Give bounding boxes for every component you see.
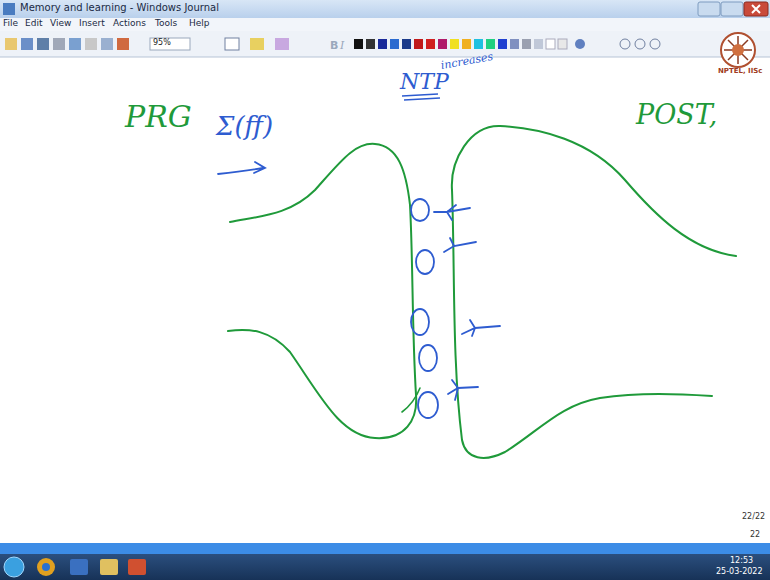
close-button (744, 2, 768, 16)
menu-item: Insert (79, 19, 105, 29)
fusion-mark (402, 388, 420, 412)
clock-date: 25-03-2022 (716, 568, 763, 577)
handwritten-formula: Σ(ff) (216, 112, 273, 141)
zoom-level: 95% (153, 39, 171, 48)
toolbar-border (0, 57, 770, 58)
handwritten-label: POST, (636, 100, 717, 130)
tool-bar (0, 31, 770, 57)
menu-bar (0, 18, 770, 31)
color-palette (354, 39, 660, 49)
presynaptic-terminal (228, 144, 416, 438)
menu-item: View (50, 19, 71, 29)
nptel-logo (721, 33, 755, 67)
menu-item: Edit (25, 19, 42, 29)
page-number: 22 (750, 531, 760, 540)
minimize-button (698, 2, 720, 16)
handwritten-label: PRG (125, 100, 192, 133)
receptors (434, 205, 500, 400)
clock-time: 12:53 (730, 557, 753, 566)
title-bar (0, 0, 770, 18)
postsynaptic-membrane-bottom (452, 190, 712, 458)
underline (402, 94, 440, 100)
toolbar-icons: B I (5, 38, 345, 52)
maximize-button (721, 2, 743, 16)
menu-item: File (3, 19, 18, 29)
handwritten-label: NTP (400, 70, 449, 94)
status-bar (0, 543, 770, 554)
logo-text: NPTEL, IISc (718, 68, 763, 76)
app-icon (3, 3, 15, 15)
menu-item: Tools (155, 19, 177, 29)
menu-item: Actions (113, 19, 146, 29)
page-counter: 22/22 (742, 513, 765, 522)
svg-text:B: B (330, 39, 338, 52)
svg-text:I: I (339, 39, 345, 52)
sigma-arrow (218, 162, 265, 174)
close-glyph (752, 5, 760, 13)
taskbar (0, 554, 770, 580)
menu-item: Help (189, 19, 210, 29)
window-title: Memory and learning - Windows Journal (20, 2, 219, 13)
vesicles (411, 199, 438, 418)
postsynaptic-membrane-top (452, 126, 736, 256)
taskbar-icons (4, 557, 146, 577)
